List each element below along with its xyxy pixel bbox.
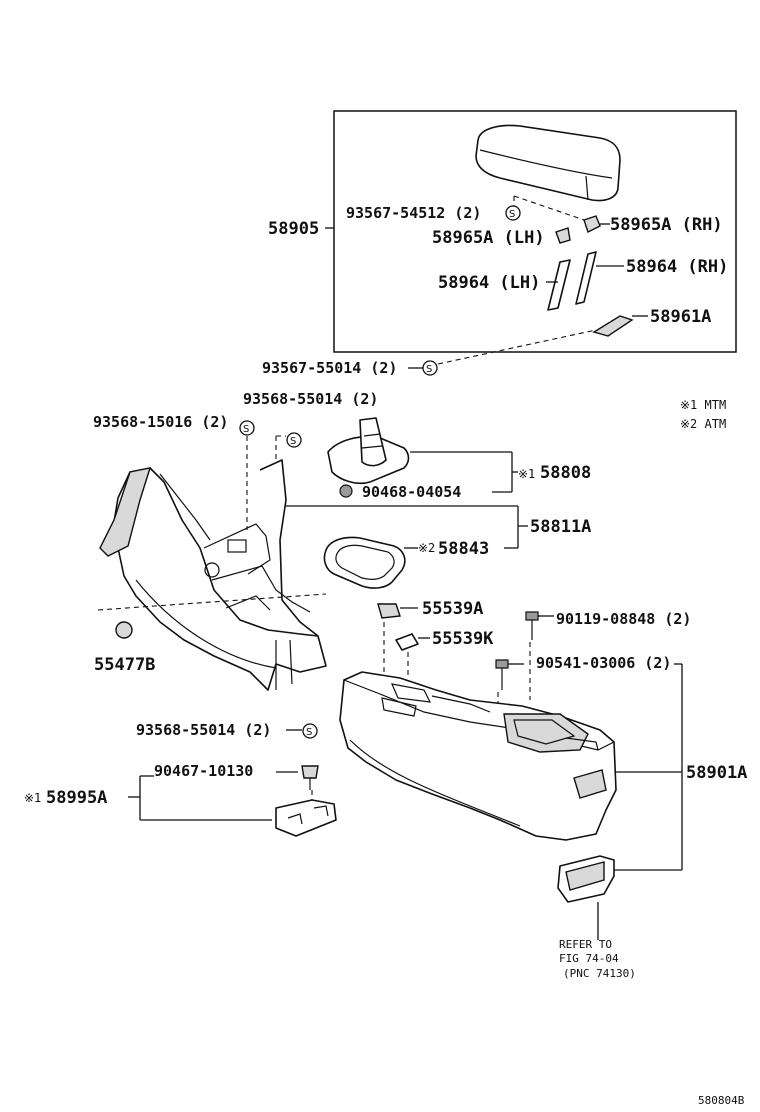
label-55539A: 55539A [422, 599, 483, 619]
screw-90541-part [495, 659, 509, 690]
clip-icon [339, 484, 353, 498]
marker-m1-58808: ※1 [518, 467, 535, 481]
svg-text:S: S [509, 209, 515, 220]
svg-text:S: S [426, 364, 432, 375]
figure-id: 580804B [698, 1094, 745, 1107]
label-58811A: 58811A [530, 517, 591, 537]
label-55539K: 55539K [432, 629, 494, 649]
s-symbol-icon [302, 723, 318, 739]
label-58965A-lh: 58965A (LH) [432, 228, 545, 248]
reference-line-2: FIG 74-04 [559, 952, 619, 965]
clip-90467-part [301, 765, 319, 790]
label-93567-55014: 93567-55014 (2) [262, 359, 397, 377]
hinge-lh-part [555, 227, 571, 244]
label-58905: 58905 [268, 219, 319, 239]
svg-text:S: S [243, 424, 249, 435]
s-symbol-icon [286, 432, 302, 448]
label-93568-55014-low: 93568-55014 (2) [136, 721, 271, 739]
label-58964-lh: 58964 (LH) [438, 273, 540, 293]
reference-line-3: (PNC 74130) [563, 967, 636, 980]
label-58961A: 58961A [650, 307, 711, 327]
bracket-58995A-part [275, 799, 337, 837]
marker-m1-58995A: ※1 [24, 791, 41, 805]
legend-mtm: ※1 MTM [680, 398, 726, 412]
shift-boot-part [327, 417, 410, 485]
label-58901A: 58901A [686, 763, 747, 783]
hinge-rh-part [583, 215, 601, 233]
shift-bezel-part [323, 536, 406, 589]
marker-m2-58843: ※2 [418, 541, 435, 555]
label-58965A-rh: 58965A (RH) [610, 215, 723, 235]
svg-text:S: S [290, 436, 296, 447]
bracket-lh-part [547, 259, 571, 311]
legend-atm: ※2 ATM [680, 417, 726, 431]
pocket-part [557, 855, 615, 903]
label-58964-rh: 58964 (RH) [626, 257, 728, 277]
label-93568-55014-top: 93568-55014 (2) [243, 390, 378, 408]
label-58995A: 58995A [46, 788, 107, 808]
bracket-rh-part [575, 251, 597, 305]
svg-text:S: S [306, 727, 312, 738]
bolt-90119-part [525, 611, 539, 640]
clip-55539K-part [395, 633, 419, 651]
label-90119-08848: 90119-08848 (2) [556, 610, 691, 628]
label-90541-03006: 90541-03006 (2) [536, 654, 671, 672]
reference-line-1: REFER TO [559, 938, 612, 951]
front-console-trim-part [99, 459, 327, 691]
cap-icon [115, 621, 133, 639]
label-93568-15016: 93568-15016 (2) [93, 413, 228, 431]
latch-part [592, 315, 634, 337]
label-55477B: 55477B [94, 655, 155, 675]
s-symbol-icon [505, 205, 521, 221]
armrest-group-box [333, 110, 737, 353]
clip-55539A-part [377, 603, 401, 619]
s-symbol-icon [239, 420, 255, 436]
label-90467-10130: 90467-10130 [154, 762, 253, 780]
label-90468-04054: 90468-04054 [362, 483, 461, 501]
armrest-lid [475, 124, 621, 202]
s-symbol-icon [422, 360, 438, 376]
label-58843: 58843 [438, 539, 489, 559]
label-93567-54512: 93567-54512 (2) [346, 204, 481, 222]
label-58808: 58808 [540, 463, 591, 483]
rear-console-body-part [339, 671, 617, 841]
